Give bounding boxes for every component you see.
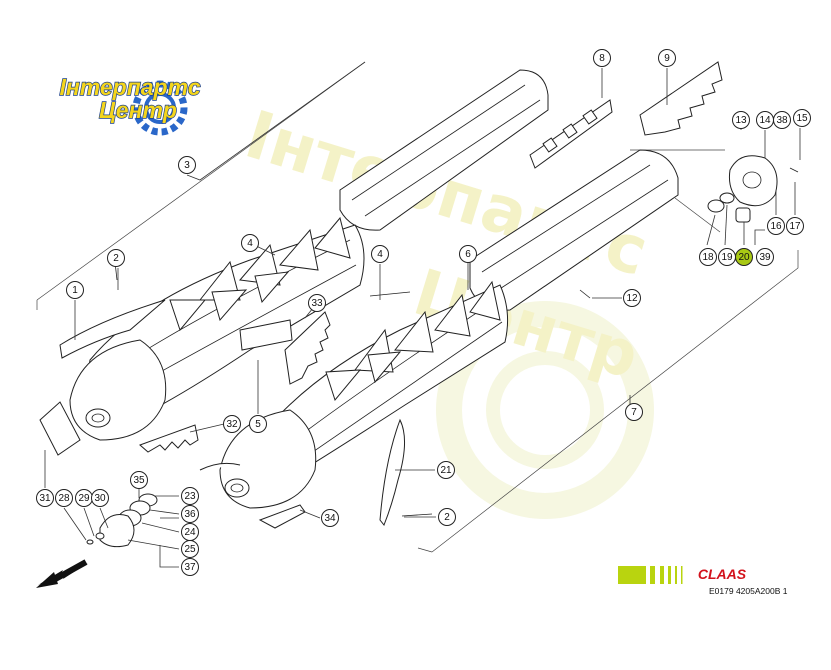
callout-17: 17	[786, 217, 804, 235]
callout-label: 37	[184, 562, 196, 573]
callout-label: 9	[664, 53, 670, 64]
callout-3: 3	[178, 156, 196, 174]
logo: Інтерпартс Центр	[59, 73, 201, 136]
callout-label: 36	[184, 509, 196, 520]
callout-4: 4	[241, 234, 259, 252]
callout-label: 21	[440, 465, 452, 476]
callout-38: 38	[773, 111, 791, 129]
brand-stripe	[660, 566, 664, 584]
callout-label: 5	[255, 419, 261, 430]
callout-label: 25	[184, 544, 196, 555]
callout-31: 31	[36, 489, 54, 507]
callout-5: 5	[249, 415, 267, 433]
callout-25: 25	[181, 540, 199, 558]
callout-19: 19	[718, 248, 736, 266]
callout-label: 32	[226, 419, 238, 430]
callout-label: 3	[184, 160, 190, 171]
callout-label: 18	[702, 252, 714, 263]
frame-guides	[36, 61, 799, 553]
callout-6: 6	[459, 245, 477, 263]
callout-4: 4	[371, 245, 389, 263]
callout-label: 38	[776, 115, 788, 126]
logo-line1: Інтерпартс	[59, 74, 200, 100]
callout-13: 13	[732, 111, 750, 129]
callout-label: 33	[311, 298, 323, 309]
callout-label: 6	[465, 249, 471, 260]
callout-20: 20	[735, 248, 753, 266]
logo-gear-icon	[132, 80, 188, 136]
callout-label: 34	[324, 513, 336, 524]
callout-2: 2	[438, 508, 456, 526]
callout-35: 35	[130, 471, 148, 489]
brand-stripe	[675, 566, 677, 584]
callout-36: 36	[181, 505, 199, 523]
callout-label: 8	[599, 53, 605, 64]
callout-label: 7	[631, 407, 637, 418]
callout-label: 29	[78, 493, 90, 504]
callout-32: 32	[223, 415, 241, 433]
callout-23: 23	[181, 487, 199, 505]
brand-stripe	[681, 566, 683, 584]
callout-label: 17	[789, 221, 801, 232]
callout-37: 37	[181, 558, 199, 576]
logo-line2: Центр	[99, 97, 177, 123]
callout-label: 2	[444, 512, 450, 523]
callout-39: 39	[756, 248, 774, 266]
callout-16: 16	[767, 217, 785, 235]
callout-label: 39	[759, 252, 771, 263]
brand-stripe	[618, 566, 646, 584]
brand-stripes	[618, 566, 683, 584]
callout-label: 2	[113, 253, 119, 264]
callout-label: 14	[759, 115, 771, 126]
callout-label: 24	[184, 527, 196, 538]
callout-label: 35	[133, 475, 145, 486]
callout-18: 18	[699, 248, 717, 266]
lower-rotor-assembly	[219, 149, 679, 509]
callout-9: 9	[658, 49, 676, 67]
callout-2: 2	[107, 249, 125, 267]
callout-label: 23	[184, 491, 196, 502]
callout-label: 19	[721, 252, 733, 263]
callout-label: 4	[377, 249, 383, 260]
callout-label: 28	[58, 493, 70, 504]
callout-28: 28	[55, 489, 73, 507]
brand-code: E0179 4205A200B 1	[709, 586, 788, 596]
callout-21: 21	[437, 461, 455, 479]
callout-15: 15	[793, 109, 811, 127]
brand-stripe	[668, 566, 671, 584]
brand-stripe	[650, 566, 655, 584]
callout-7: 7	[625, 403, 643, 421]
callout-label: 31	[39, 493, 51, 504]
direction-arrow-icon	[36, 559, 88, 588]
callout-33: 33	[308, 294, 326, 312]
callout-label: 16	[770, 221, 782, 232]
callout-label: 30	[94, 493, 106, 504]
loose-parts	[39, 61, 799, 548]
callout-12: 12	[623, 289, 641, 307]
callout-label: 15	[796, 113, 808, 124]
callout-label: 12	[626, 293, 638, 304]
brand-block: CLAAS E0179 4205A200B 1	[618, 566, 788, 596]
callout-label: 1	[72, 285, 78, 296]
callout-14: 14	[756, 111, 774, 129]
upper-rotor-assembly	[69, 69, 549, 441]
callout-30: 30	[91, 489, 109, 507]
callout-label: 4	[247, 238, 253, 249]
callout-8: 8	[593, 49, 611, 67]
brand-name: CLAAS	[698, 566, 747, 582]
leader-lines	[44, 61, 801, 568]
callout-1: 1	[66, 281, 84, 299]
callout-29: 29	[75, 489, 93, 507]
callout-label: 20	[738, 252, 750, 263]
callout-34: 34	[321, 509, 339, 527]
callout-24: 24	[181, 523, 199, 541]
callout-label: 13	[735, 115, 747, 126]
